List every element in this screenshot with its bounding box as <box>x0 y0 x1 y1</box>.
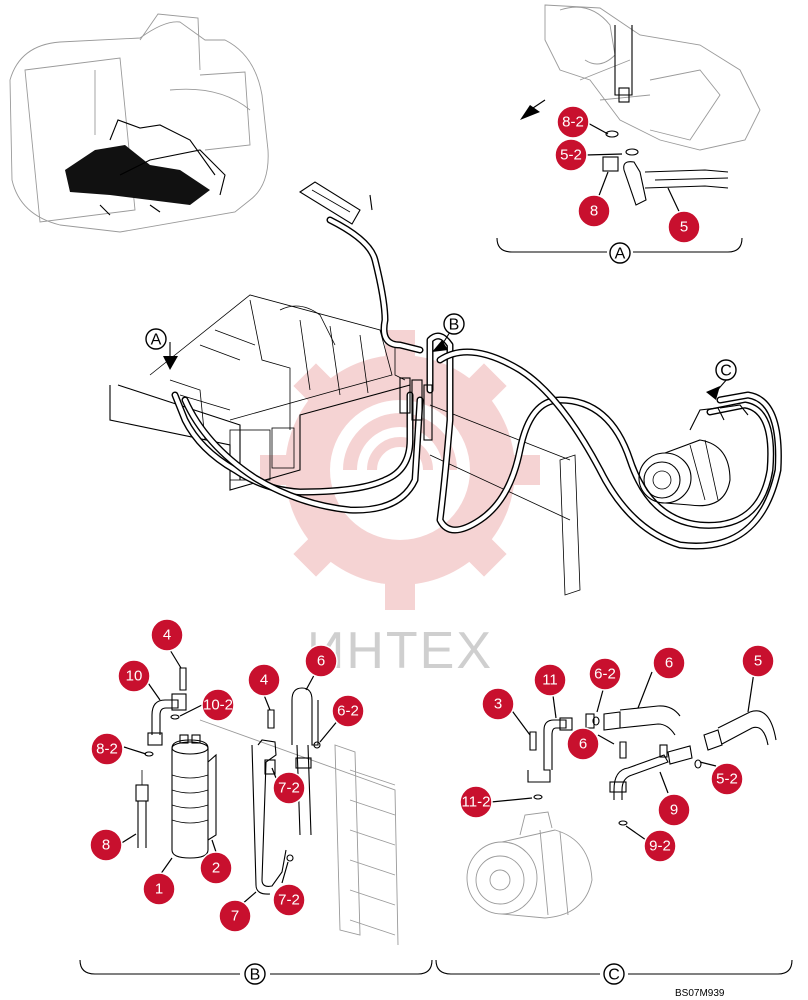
callout-b-2: 2 <box>199 851 233 885</box>
svg-text:8-2: 8-2 <box>96 741 118 758</box>
svg-text:7: 7 <box>231 908 239 925</box>
callout-b-10-2: 10-2 <box>201 688 235 722</box>
callout-b-10: 10 <box>117 659 151 693</box>
svg-text:3: 3 <box>494 696 502 713</box>
svg-text:B: B <box>449 317 460 334</box>
detail-a <box>496 4 761 253</box>
svg-text:5: 5 <box>680 219 688 236</box>
svg-text:11-2: 11-2 <box>462 794 491 811</box>
callout-b-7-2-lower: 7-2 <box>272 883 306 917</box>
callout-b-6: 6 <box>304 644 338 678</box>
callout-b-8-2: 8-2 <box>90 732 124 766</box>
callout-a-5-2: 5-2 <box>554 138 588 172</box>
callout-b-7: 7 <box>218 899 252 933</box>
svg-text:8: 8 <box>590 203 598 220</box>
svg-text:2: 2 <box>212 860 220 877</box>
callout-c-6-upper: 6 <box>652 646 686 680</box>
excavator-cab-overview <box>9 13 269 233</box>
callout-b-1: 1 <box>142 872 176 906</box>
view-label-a-detail: A <box>609 242 631 264</box>
reference-code: BS07M939 <box>675 988 725 999</box>
svg-text:8: 8 <box>102 837 110 854</box>
svg-text:1: 1 <box>155 881 163 898</box>
svg-text:5-2: 5-2 <box>716 771 738 788</box>
svg-text:9: 9 <box>670 802 678 819</box>
svg-text:7-2: 7-2 <box>278 780 300 797</box>
callout-b-6-2: 6-2 <box>331 694 365 728</box>
main-assembly <box>109 181 782 596</box>
callout-b-4-right: 4 <box>247 663 281 697</box>
svg-text:10-2: 10-2 <box>203 697 233 714</box>
svg-text:6: 6 <box>317 653 325 670</box>
svg-text:4: 4 <box>260 672 268 689</box>
view-label-b-main: B <box>443 313 465 335</box>
callout-b-7-2-upper: 7-2 <box>272 771 306 805</box>
callout-c-11: 11 <box>533 663 567 697</box>
svg-text:C: C <box>720 363 732 380</box>
svg-text:8-2: 8-2 <box>562 114 584 131</box>
receiver-dryer <box>171 734 217 859</box>
svg-text:11: 11 <box>542 672 558 689</box>
callout-a-8: 8 <box>577 194 611 228</box>
callout-a-5: 5 <box>667 210 701 244</box>
svg-text:6: 6 <box>579 736 587 753</box>
svg-text:10: 10 <box>126 668 143 685</box>
svg-text:7-2: 7-2 <box>278 892 300 909</box>
svg-text:6-2: 6-2 <box>337 703 359 720</box>
svg-text:4: 4 <box>163 627 171 644</box>
compressor-main <box>638 404 749 507</box>
view-label-b-detail: B <box>244 963 266 985</box>
view-label-a-main: A <box>145 328 167 350</box>
svg-text:A: A <box>151 332 162 349</box>
callout-c-5-2: 5-2 <box>710 762 744 796</box>
callout-c-9-2: 9-2 <box>643 829 677 863</box>
svg-text:C: C <box>608 967 620 984</box>
main-hoses <box>171 216 782 550</box>
callout-c-9: 9 <box>657 793 691 827</box>
svg-text:5-2: 5-2 <box>560 147 582 164</box>
callout-a-8-2: 8-2 <box>556 105 590 139</box>
svg-text:B: B <box>250 967 261 984</box>
watermark-text: ИНТЕХ <box>307 622 493 680</box>
callout-c-6-lower: 6 <box>566 727 600 761</box>
view-label-c-detail: C <box>603 963 625 985</box>
callout-c-6-2: 6-2 <box>588 657 622 691</box>
callout-b-8: 8 <box>89 828 123 862</box>
view-label-c-main: C <box>715 359 737 381</box>
svg-text:5: 5 <box>754 653 762 670</box>
svg-text:6-2: 6-2 <box>594 666 616 683</box>
svg-text:A: A <box>615 246 626 263</box>
detail-b <box>79 644 433 975</box>
callout-c-11-2: 11-2 <box>459 785 493 819</box>
svg-text:6: 6 <box>665 655 673 672</box>
detail-c <box>435 671 793 975</box>
callout-b-4-left: 4 <box>150 618 184 652</box>
callout-c-3: 3 <box>481 687 515 721</box>
svg-text:9-2: 9-2 <box>649 838 671 855</box>
compressor-detail <box>466 811 593 919</box>
callout-c-5: 5 <box>741 644 775 678</box>
